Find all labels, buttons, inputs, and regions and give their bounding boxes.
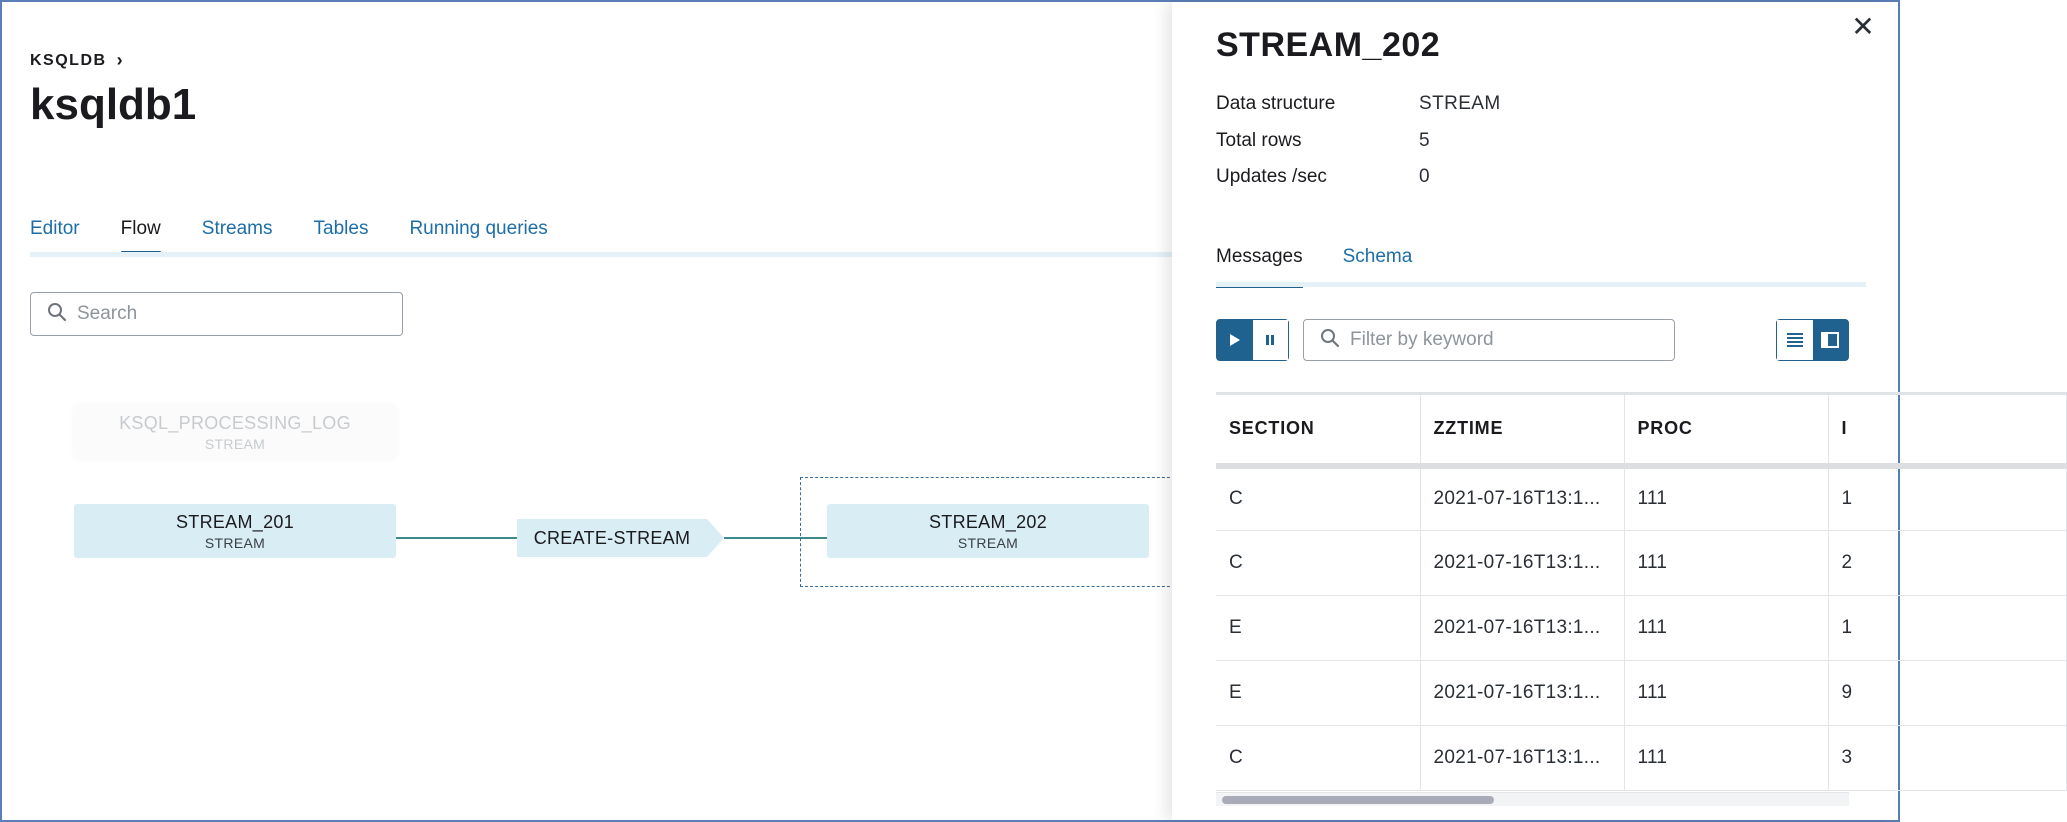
property-value: 0 (1419, 166, 1430, 188)
table-cell: C (1216, 465, 1421, 531)
table-cell: 111 (1624, 530, 1829, 596)
list-view-icon (1786, 333, 1803, 347)
chevron-right-icon: › (116, 50, 123, 70)
page-title: ksqldb1 (30, 80, 197, 129)
flow-edge (396, 537, 517, 539)
search-icon (47, 302, 67, 327)
column-header[interactable]: PROC (1624, 392, 1829, 469)
node-name: STREAM_201 (175, 511, 295, 532)
node-type: STREAM (957, 534, 1019, 551)
messages-table: SECTION ZZTIME PROC I C 2021-07-16T13:1.… (1216, 392, 2067, 792)
table-cell: E (1216, 595, 1421, 661)
flow-edge (724, 537, 827, 539)
flow-node-stream-201[interactable]: STREAM_201 STREAM (74, 504, 396, 558)
view-toggle (1776, 319, 1849, 361)
table-cell: 1 (1828, 465, 2067, 531)
table-cell: 2021-07-16T13:1... (1420, 465, 1625, 531)
table-cell: 9 (1828, 660, 2067, 726)
query-node-shape (517, 519, 724, 557)
table-cell: 2021-07-16T13:1... (1420, 595, 1625, 661)
drawer-tabs-underline (1216, 282, 1866, 287)
horizontal-scrollbar[interactable] (1216, 792, 1849, 806)
table-cell: 111 (1624, 725, 1829, 791)
table-cell: 2021-07-16T13:1... (1420, 725, 1625, 791)
table-cell: 111 (1624, 465, 1829, 531)
tab-tables[interactable]: Tables (313, 218, 369, 239)
search-icon (1320, 328, 1340, 353)
split-view-icon (1821, 332, 1840, 348)
filter-input[interactable] (1350, 329, 1650, 351)
flow-node-ksql-processing-log[interactable]: KSQL_PROCESSING_LOG STREAM (74, 405, 396, 459)
property-key: Data structure (1216, 93, 1336, 115)
split-view-button[interactable] (1812, 320, 1848, 360)
table-cell: 2 (1828, 530, 2067, 596)
breadcrumb[interactable]: KSQLDB › (30, 50, 123, 71)
table-row[interactable]: E 2021-07-16T13:1... 111 9 (1216, 660, 2067, 726)
node-type: STREAM (204, 435, 266, 452)
table-cell: 111 (1624, 595, 1829, 661)
column-header[interactable]: ZZTIME (1420, 392, 1625, 469)
pause-icon (1266, 335, 1275, 345)
table-row[interactable]: C 2021-07-16T13:1... 111 1 (1216, 465, 2067, 531)
tabs-underline (30, 252, 1175, 257)
table-row[interactable]: C 2021-07-16T13:1... 111 3 (1216, 725, 2067, 791)
tab-editor[interactable]: Editor (30, 218, 80, 239)
list-view-button[interactable] (1777, 320, 1813, 360)
main-tabs: Editor Flow Streams Tables Running queri… (30, 218, 548, 257)
table-cell: 3 (1828, 725, 2067, 791)
table-cell: E (1216, 660, 1421, 726)
flow-node-stream-202[interactable]: STREAM_202 STREAM (827, 504, 1149, 558)
table-cell: 2021-07-16T13:1... (1420, 660, 1625, 726)
flow-query-create-stream[interactable]: CREATE-STREAM (517, 519, 724, 557)
pause-button[interactable] (1252, 320, 1288, 360)
drawer-title: STREAM_202 (1216, 26, 1441, 64)
node-type: STREAM (204, 534, 266, 551)
tab-schema[interactable]: Schema (1342, 246, 1413, 267)
table-cell: 1 (1828, 595, 2067, 661)
drawer-tabs: Messages Schema (1216, 246, 1413, 288)
scrollbar-thumb[interactable] (1222, 796, 1494, 804)
property-row: Total rows 5 (1216, 123, 1501, 160)
query-node-label: CREATE-STREAM (533, 528, 691, 548)
table-cell: 111 (1624, 660, 1829, 726)
property-row: Updates /sec 0 (1216, 159, 1501, 196)
play-button[interactable] (1217, 320, 1253, 360)
column-header[interactable]: SECTION (1216, 392, 1421, 469)
property-row: Data structure STREAM (1216, 86, 1501, 123)
property-value: 5 (1419, 129, 1430, 151)
property-key: Updates /sec (1216, 166, 1327, 188)
table-row[interactable]: E 2021-07-16T13:1... 111 1 (1216, 595, 2067, 661)
filter-field[interactable] (1303, 319, 1675, 361)
table-cell: C (1216, 530, 1421, 596)
table-cell: 2021-07-16T13:1... (1420, 530, 1625, 596)
table-header-row: SECTION ZZTIME PROC I (1216, 392, 2067, 469)
play-icon (1229, 334, 1240, 346)
node-name: KSQL_PROCESSING_LOG (119, 412, 351, 433)
tab-messages[interactable]: Messages (1216, 246, 1303, 288)
table-cell: C (1216, 725, 1421, 791)
table-row[interactable]: C 2021-07-16T13:1... 111 2 (1216, 530, 2067, 596)
breadcrumb-parent[interactable]: KSQLDB (30, 51, 107, 69)
tab-streams[interactable]: Streams (201, 218, 273, 239)
properties-list: Data structure STREAM Total rows 5 Updat… (1216, 86, 1501, 196)
tab-running-queries[interactable]: Running queries (409, 218, 548, 239)
close-icon[interactable]: ✕ (1851, 11, 1875, 42)
property-key: Total rows (1216, 129, 1302, 151)
search-input[interactable] (77, 303, 367, 325)
playback-controls (1216, 319, 1289, 361)
search-field[interactable] (30, 292, 403, 336)
details-drawer: ✕ STREAM_202 Data structure STREAM Total… (1172, 2, 2067, 820)
node-name: STREAM_202 (928, 511, 1048, 532)
tab-flow[interactable]: Flow (120, 218, 161, 257)
property-value: STREAM (1419, 93, 1501, 115)
column-header[interactable]: I (1828, 392, 2067, 469)
